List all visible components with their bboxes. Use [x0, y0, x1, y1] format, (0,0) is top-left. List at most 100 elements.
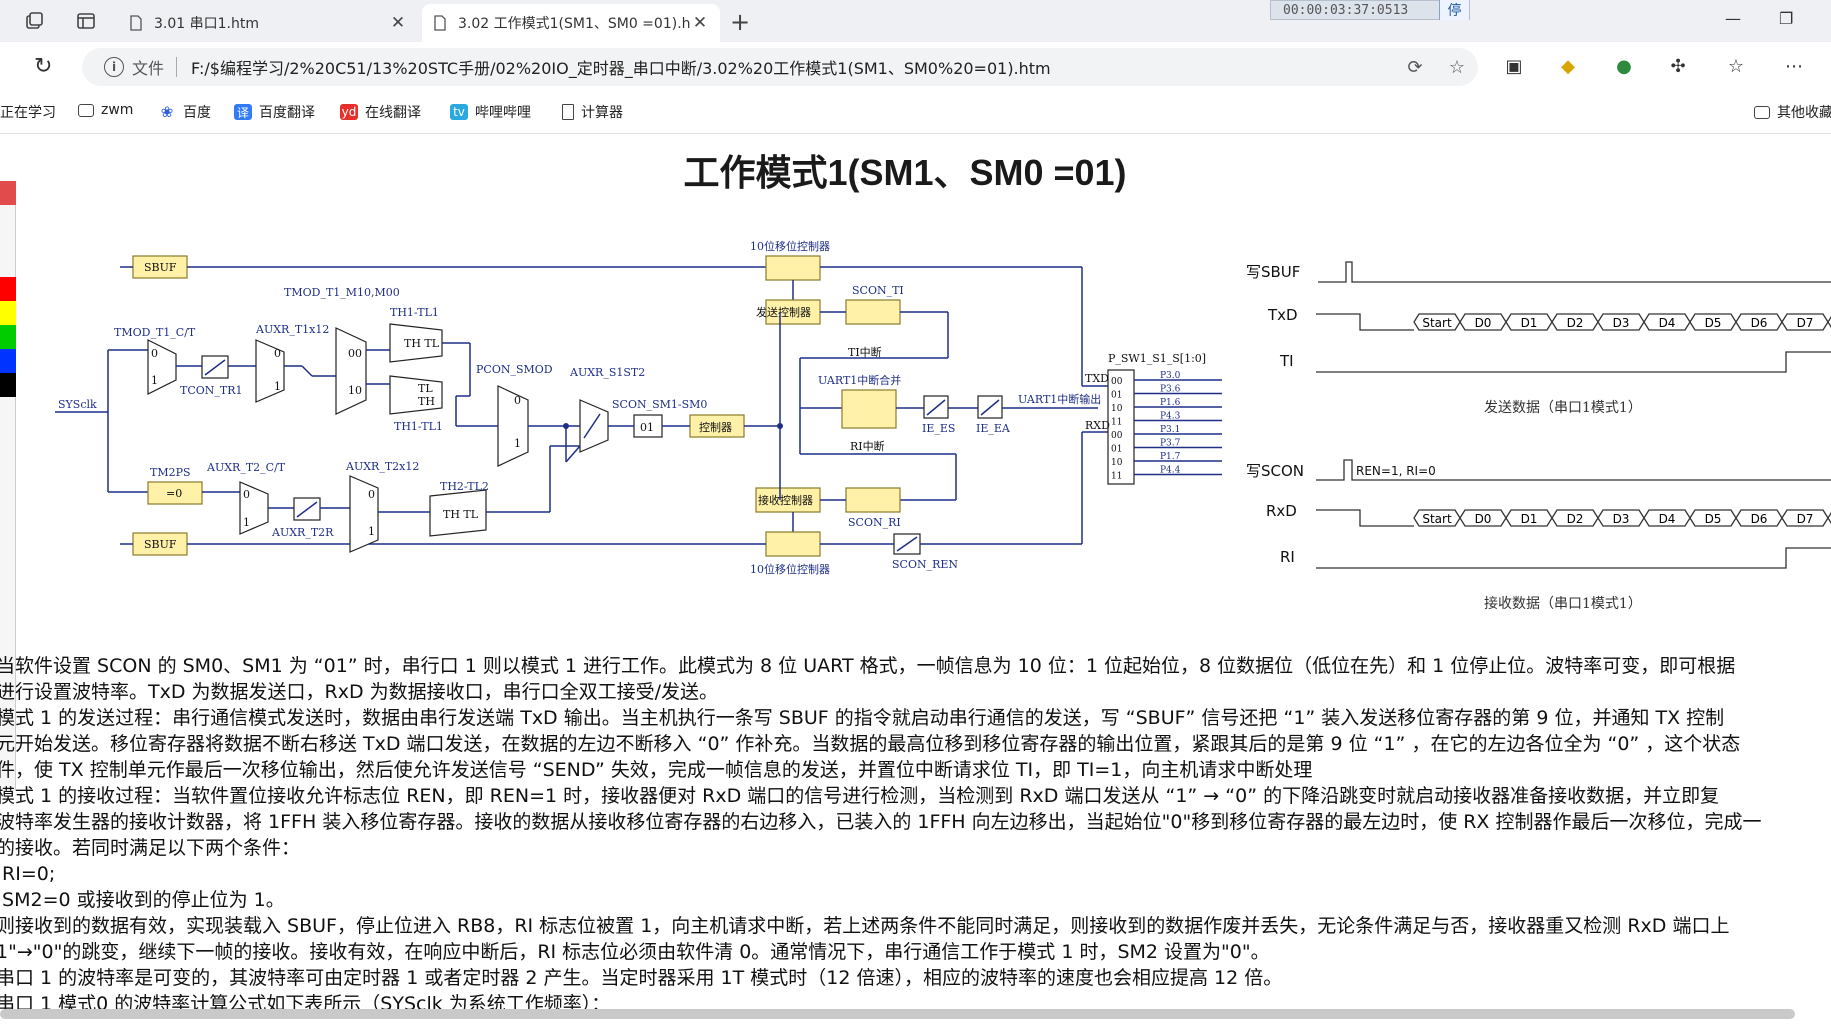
timing-send: 写SBUF TxD StartD0D1D2D3D4D5D6D7Stop TI 发… [1246, 261, 1831, 416]
paragraph-line: 则接收到的数据有效，实现装载入 SBUF，停止位进入 RB8，RI 标志位被置 … [0, 915, 1730, 937]
nav-bar: ↻ i 文件 F:/$编程学习/2%20C51/13%20STC手册/02%20… [0, 42, 1831, 92]
tab-actions-icon[interactable] [74, 9, 98, 33]
tl-label: TL [418, 382, 433, 395]
sysclk-label: SYSclk [58, 398, 97, 411]
close-icon[interactable]: ✕ [692, 13, 708, 33]
file-icon [434, 15, 446, 31]
rx-shift-box [765, 531, 821, 557]
mux-input-label: 00 [348, 347, 362, 360]
paragraph-line: 模式 1 的接收过程：当软件置位接收允许标志位 REN，即 REN=1 时，接收… [0, 785, 1720, 807]
address-bar[interactable]: i 文件 F:/$编程学习/2%20C51/13%20STC手册/02%20IO… [82, 48, 1478, 86]
txd-label: TXD [1085, 372, 1109, 385]
mux-input-label: 01 [1111, 445, 1122, 455]
pin-label: P1.6 [1160, 398, 1181, 408]
tmod-ct-label: TMOD_T1_C/T [114, 326, 196, 339]
txd-bit-label: D5 [1705, 316, 1722, 330]
bookmark-item[interactable]: tv 哔哩哔哩 [450, 102, 531, 122]
rxd-bit-label: D3 [1613, 512, 1630, 526]
minimize-icon[interactable]: — [1725, 9, 1741, 28]
th1tl1-block [389, 323, 443, 363]
color-red-icon[interactable] [0, 277, 16, 301]
bookmark-label: 百度翻译 [259, 105, 315, 121]
divider [176, 57, 178, 77]
bookmark-label: zwm [101, 102, 134, 118]
uart-merge-label: UART1中断合并 [818, 373, 901, 387]
tab-strip: 3.01 串口1.htm ✕ 3.02 工作模式1(SM1、SM0 =01).h… [0, 0, 1831, 42]
reload-icon[interactable]: ↻ [34, 54, 53, 79]
psw-mux-box [1107, 369, 1135, 485]
workspaces-icon[interactable] [22, 9, 46, 33]
rxd-label: RXD [1085, 419, 1110, 432]
favorites-icon[interactable]: ☆ [1727, 56, 1745, 77]
bilibili-icon: tv [450, 104, 468, 120]
tmod-label: TMOD_T1_M10,M00 [284, 286, 400, 299]
timer-stop-button[interactable]: 停 [1439, 0, 1469, 20]
pin-label: P4.3 [1160, 412, 1181, 422]
scon-ti-box [845, 299, 901, 325]
color-blue-icon[interactable] [0, 349, 16, 373]
more-menu-icon[interactable]: ⋯ [1785, 56, 1803, 77]
extensions-puzzle-icon[interactable]: ✣ [1670, 56, 1686, 77]
bookmark-item[interactable]: ❀百度 [158, 102, 211, 122]
mux-input-label: 00 [1111, 431, 1123, 441]
pin-label: P3.1 [1160, 425, 1180, 435]
bookmark-item[interactable]: 译百度翻译 [234, 102, 315, 122]
txd-bit-label: D1 [1521, 316, 1538, 330]
read-aloud-icon[interactable]: ⟳ [1407, 56, 1423, 78]
write-scon-label: 写SCON [1246, 462, 1304, 480]
color-green-icon[interactable] [0, 325, 16, 349]
mux-input-label: 11 [1111, 418, 1122, 428]
tab-serial1[interactable]: 3.01 串口1.htm ✕ [118, 4, 418, 42]
ie-ea-label: IE_EA [976, 422, 1011, 435]
paragraph-line: ·SM2=0 或接收到的停止位为 1。 [0, 889, 285, 911]
ti-timing-label: TI [1279, 352, 1294, 370]
paragraph-line: ·RI=0; [0, 863, 56, 885]
bookmark-label: 哔哩哔哩 [475, 105, 531, 121]
youdao-icon: yd [340, 104, 358, 120]
address-scheme: 文件 [132, 59, 165, 78]
color-yellow-icon[interactable] [0, 301, 16, 325]
close-icon[interactable]: ✕ [390, 13, 406, 33]
horizontal-scrollbar[interactable] [0, 1009, 1795, 1019]
rx-ctrl-label: 接收控制器 [758, 493, 813, 507]
bookmark-item[interactable]: 正在学习 [0, 102, 56, 122]
th2tl2-label: TH2-TL2 [440, 480, 489, 493]
txd-bit-label: D0 [1475, 316, 1492, 330]
article-body: 当软件设置 SCON 的 SM0、SM1 为 “01” 时，串行口 1 则以模式… [0, 653, 1831, 1017]
favorite-star-icon[interactable]: ☆ [1448, 56, 1466, 78]
th1tl1-label: TH1-TL1 [390, 306, 439, 319]
paragraph-line: 进行设置波特率。TxD 为数据发送口，RxD 为数据接收口，串行口全双工接受/发… [0, 681, 719, 703]
bookmark-item[interactable]: 其他收藏 [1754, 102, 1831, 122]
file-icon [562, 104, 574, 120]
paragraph-line: 元开始发送。移位寄存器将数据不断右移送 TxD 端口发送，在数据的左边不断移入 … [0, 733, 1741, 755]
extension-icon[interactable]: ▣ [1505, 56, 1523, 77]
paragraph-line: 模式 1 的发送过程：串行通信模式发送时，数据由串行发送端 TxD 输出。当主机… [0, 707, 1725, 729]
maximize-icon[interactable]: ❐ [1779, 9, 1794, 28]
toolbar-close-icon[interactable] [0, 181, 16, 205]
rxd-bit-label: Start [1422, 512, 1452, 526]
auxr-t1x12-mux [255, 339, 285, 403]
rxd-signal [1316, 509, 1414, 527]
page-title: 工作模式1(SM1、SM0 =01) [683, 152, 1127, 193]
th1tl1-reload-block [389, 375, 443, 415]
address-url[interactable]: F:/$编程学习/2%20C51/13%20STC手册/02%20IO_定时器_… [191, 59, 1051, 78]
txd-signal [1316, 313, 1414, 331]
tab-mode1[interactable]: 3.02 工作模式1(SM1、SM0 =01).h ✕ [422, 4, 720, 42]
mux-input-label: 0 [514, 394, 521, 407]
bookmark-item[interactable]: 计算器 [562, 102, 623, 122]
mux-input-label: 0 [151, 347, 158, 360]
color-black-icon[interactable] [0, 373, 16, 397]
mux-input-label: 1 [243, 516, 250, 529]
tmod-mux [335, 327, 367, 415]
txd-bit-label: D6 [1751, 316, 1768, 330]
extension-icon[interactable]: ◆ [1561, 56, 1575, 77]
bookmark-item[interactable]: zwm [78, 102, 133, 118]
extension-icon[interactable]: ● [1616, 56, 1632, 77]
info-icon[interactable]: i [104, 57, 124, 77]
ie-es-label: IE_ES [922, 422, 955, 435]
auxr-s1st2-label: AUXR_S1ST2 [569, 366, 645, 379]
new-tab-button[interactable]: + [730, 8, 751, 36]
paragraph-line: 的接收。若同时满足以下两个条件： [0, 837, 301, 859]
mux-input-label: 1 [151, 374, 158, 387]
